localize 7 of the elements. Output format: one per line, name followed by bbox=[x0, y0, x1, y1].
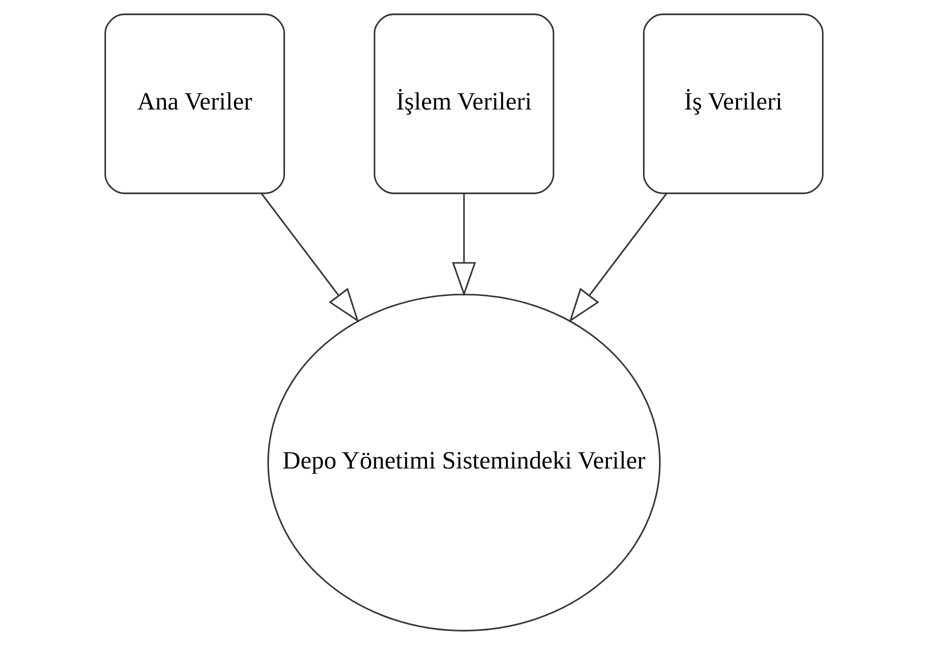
node-box: İş Verileri bbox=[643, 14, 824, 194]
node-box: Ana Veriler bbox=[104, 14, 285, 194]
arrow bbox=[452, 194, 476, 296]
node-ellipse: Depo Yönetimi Sistemindeki Veriler bbox=[267, 294, 661, 632]
node-box: İşlem Verileri bbox=[374, 14, 554, 194]
arrow bbox=[261, 193, 359, 322]
arrow bbox=[569, 193, 667, 322]
